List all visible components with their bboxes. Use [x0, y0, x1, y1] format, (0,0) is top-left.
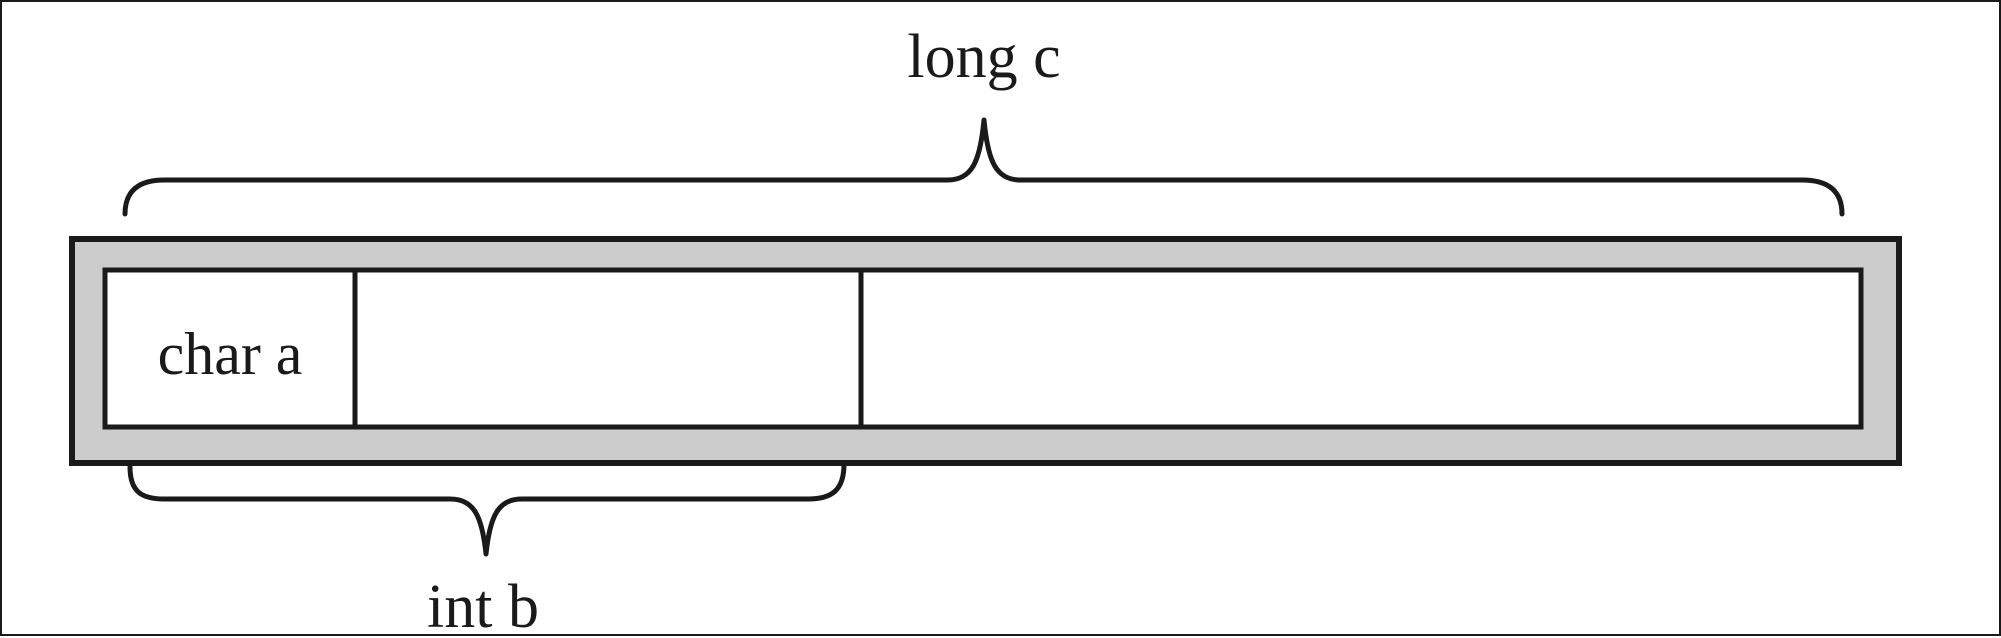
- int-b-label: int b: [427, 573, 539, 638]
- long-c-label: long c: [907, 23, 1060, 91]
- char-a-cell: [102, 267, 358, 430]
- memory-cell-2: [352, 267, 864, 430]
- char-a-label: char a: [158, 321, 303, 387]
- int-b-brace: [127, 461, 847, 557]
- long-c-brace: [122, 117, 1845, 217]
- memory-cell-3: [858, 267, 1864, 430]
